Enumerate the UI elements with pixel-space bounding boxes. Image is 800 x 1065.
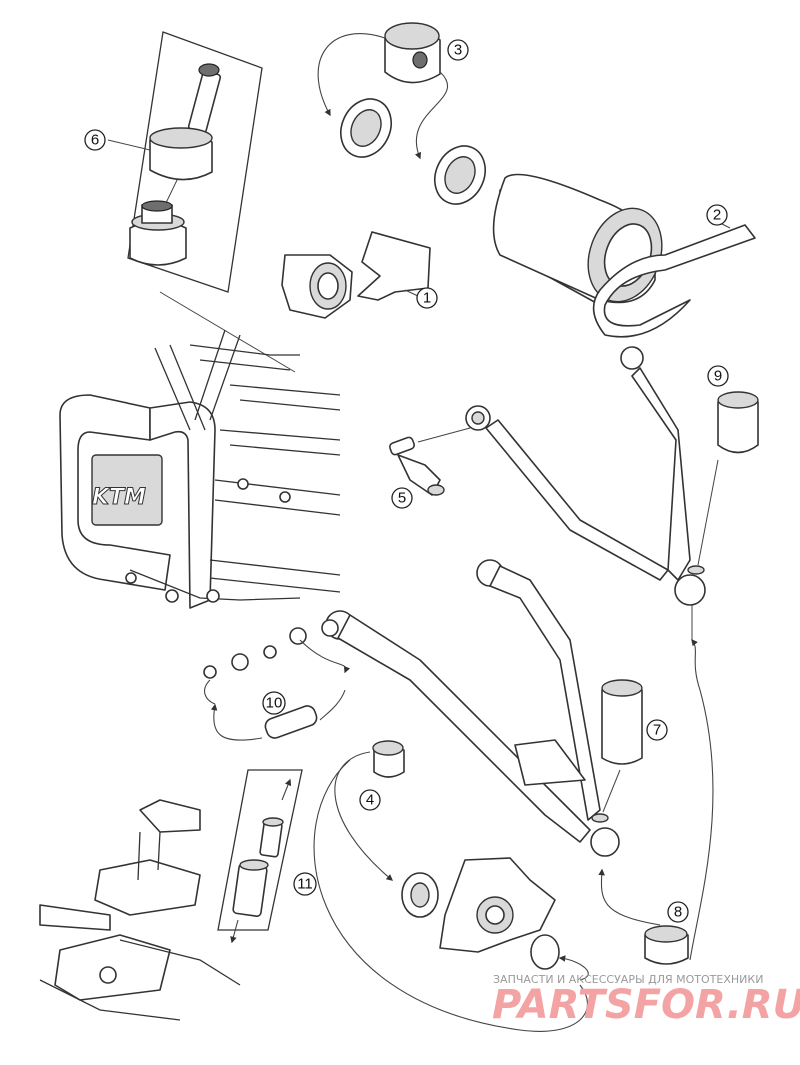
svg-text:6: 6 (91, 132, 99, 149)
svg-text:7: 7 (653, 722, 661, 739)
part-8-sleeve (598, 638, 714, 965)
svg-text:9: 9 (714, 368, 722, 385)
callout-3: 3 (447, 39, 469, 61)
watermark-caption: ЗАПЧАСТИ И АКСЕССУАРЫ ДЛЯ МОТОТЕХНИКИ (493, 973, 763, 986)
vehicle-frame: KTM (59, 329, 341, 609)
frame-ktm-logo: KTM (92, 485, 146, 510)
svg-text:5: 5 (398, 490, 406, 507)
part-10-bushing-kit (203, 619, 351, 741)
part-3-bushing-set (317, 22, 486, 205)
callout-6: 6 (84, 129, 106, 151)
tool-6-press-kit (107, 31, 296, 373)
callout-8: 8 (667, 901, 689, 923)
callout-2: 2 (706, 204, 728, 226)
callout-7: 7 (646, 719, 668, 741)
part-7-sleeve (601, 679, 643, 813)
svg-text:2: 2 (713, 207, 721, 224)
upper-a-arm (465, 346, 706, 640)
svg-text:3: 3 (454, 42, 462, 59)
svg-text:8: 8 (674, 904, 682, 921)
part-2-hub-and-spanner (492, 173, 756, 338)
svg-text:4: 4 (366, 792, 374, 809)
lower-a-arm (325, 559, 620, 857)
callout-10: 10 (262, 691, 286, 715)
part-5-ball-joint-pin (388, 427, 471, 496)
watermark-logo: PARTSFOR.RU (492, 982, 800, 1028)
callout-4: 4 (359, 789, 381, 811)
svg-text:1: 1 (423, 290, 431, 307)
callout-9: 9 (707, 365, 729, 387)
callout-1: 1 (416, 287, 438, 309)
part-4-bushing-and-hub (313, 740, 589, 1032)
svg-text:11: 11 (297, 876, 313, 893)
callout-5: 5 (391, 487, 413, 509)
part-11-pin-kit (217, 769, 303, 944)
callout-11: 11 (293, 872, 317, 896)
part-9-sleeve (697, 391, 759, 566)
part-1-spanner-nut (281, 231, 431, 319)
svg-text:10: 10 (266, 695, 283, 712)
steering-knuckle-assembly (39, 799, 241, 1021)
